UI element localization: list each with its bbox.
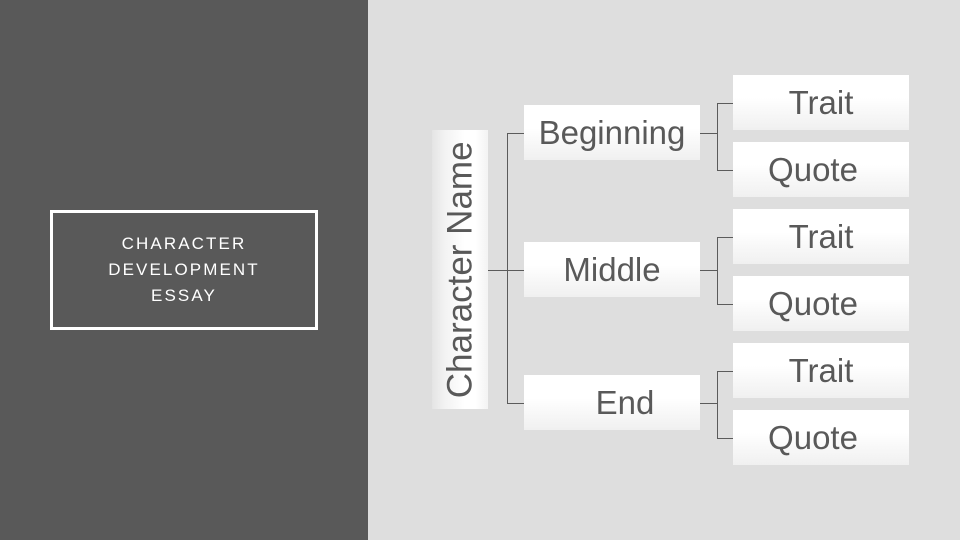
- connector-beginning-spine: [717, 103, 718, 171]
- node-middle-label: Middle: [563, 250, 661, 288]
- node-beginning-label: Beginning: [538, 113, 686, 151]
- connector-middle-spine: [717, 237, 718, 305]
- page-title: CHARACTER DEVELOPMENT ESSAY: [108, 234, 260, 305]
- node-middle-trait[interactable]: Trait: [733, 209, 909, 264]
- node-beginning[interactable]: Beginning: [524, 105, 700, 160]
- node-beginning-quote[interactable]: Quote: [733, 142, 909, 197]
- node-character-name-label: Character Name: [440, 141, 480, 398]
- connector-middle-to-trait: [717, 237, 733, 238]
- title-box: CHARACTER DEVELOPMENT ESSAY: [50, 210, 318, 330]
- connector-beginning-to-quote: [717, 170, 733, 171]
- node-middle-quote-label: Quote: [768, 284, 858, 322]
- node-end-trait-label: Trait: [788, 351, 854, 389]
- connector-root-to-beginning: [507, 133, 524, 134]
- node-middle[interactable]: Middle: [524, 242, 700, 297]
- connector-end-to-quote: [717, 438, 733, 439]
- node-middle-trait-label: Trait: [788, 217, 854, 255]
- node-end-quote[interactable]: Quote: [733, 410, 909, 465]
- connector-root-spine: [507, 133, 508, 404]
- connector-middle-to-quote: [717, 304, 733, 305]
- connector-end-to-trait: [717, 371, 733, 372]
- node-end-quote-label: Quote: [768, 418, 858, 456]
- connector-root-to-middle: [507, 270, 524, 271]
- title-panel: CHARACTER DEVELOPMENT ESSAY: [0, 0, 368, 540]
- org-chart-diagram: Character Name Beginning Middle End Trai…: [368, 0, 960, 540]
- node-beginning-quote-label: Quote: [768, 150, 858, 188]
- node-character-name[interactable]: Character Name: [432, 130, 488, 409]
- node-beginning-trait-label: Trait: [788, 83, 854, 121]
- connector-beginning-stub: [700, 133, 717, 134]
- connector-end-stub: [700, 403, 717, 404]
- connector-middle-stub: [700, 270, 717, 271]
- node-end-trait[interactable]: Trait: [733, 343, 909, 398]
- node-end[interactable]: End: [524, 375, 700, 430]
- connector-end-spine: [717, 371, 718, 439]
- connector-root-stub: [488, 270, 524, 271]
- node-middle-quote[interactable]: Quote: [733, 276, 909, 331]
- node-end-label: End: [595, 383, 655, 421]
- connector-beginning-to-trait: [717, 103, 733, 104]
- node-beginning-trait[interactable]: Trait: [733, 75, 909, 130]
- connector-root-to-end: [507, 403, 524, 404]
